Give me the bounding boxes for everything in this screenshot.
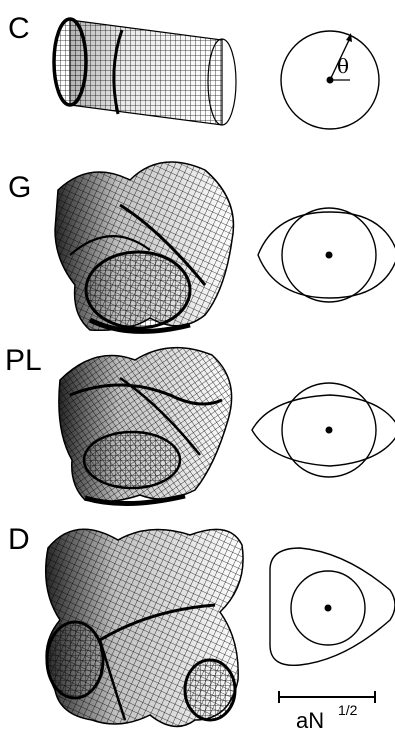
panel-label-g: G	[8, 171, 31, 204]
cylinder-cross-section: θ	[281, 31, 379, 129]
theta-symbol: θ	[337, 54, 349, 78]
center-dot-d	[325, 605, 332, 612]
scale-bar-label: aN	[296, 708, 324, 733]
cylinder-mesh	[54, 19, 236, 125]
gyroid-cross-section	[258, 208, 395, 302]
perforated-lamellar-mesh	[59, 348, 232, 504]
perforated-lamellar-cross-section	[252, 383, 395, 477]
panel-label-pl: PL	[5, 344, 42, 377]
gyroid-mesh	[55, 162, 233, 331]
scale-bar: aN 1/2	[278, 691, 376, 733]
center-dot-g	[326, 252, 333, 259]
panel-label-c: C	[8, 12, 30, 45]
panel-label-d: D	[8, 523, 30, 556]
double-diamond-cross-section	[270, 548, 395, 665]
center-dot-pl	[326, 427, 333, 434]
double-diamond-mesh	[46, 529, 243, 726]
scale-bar-exponent: 1/2	[338, 702, 358, 718]
